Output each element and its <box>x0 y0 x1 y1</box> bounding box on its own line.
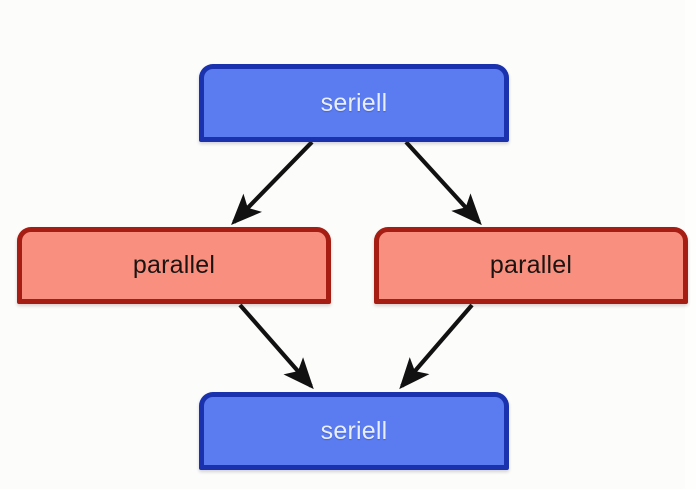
node-parallel-right-label: parallel <box>489 251 573 279</box>
edge-parallel-left-to-serial-bottom <box>238 303 314 390</box>
node-serial-bottom[interactable]: seriell <box>199 392 509 470</box>
node-serial-bottom-label: seriell <box>320 416 388 445</box>
node-parallel-left[interactable]: parallel <box>17 227 331 304</box>
node-parallel-right[interactable]: parallel <box>374 227 688 304</box>
node-parallel-left-label: parallel <box>132 251 216 279</box>
edge-serial-top-to-parallel-right <box>404 140 482 226</box>
edge-parallel-right-to-serial-bottom <box>399 303 474 390</box>
edge-serial-top-to-parallel-left <box>231 140 314 226</box>
node-serial-top[interactable]: seriell <box>199 64 509 142</box>
node-serial-top-label: seriell <box>320 88 388 117</box>
right-edge-seam <box>685 0 696 489</box>
